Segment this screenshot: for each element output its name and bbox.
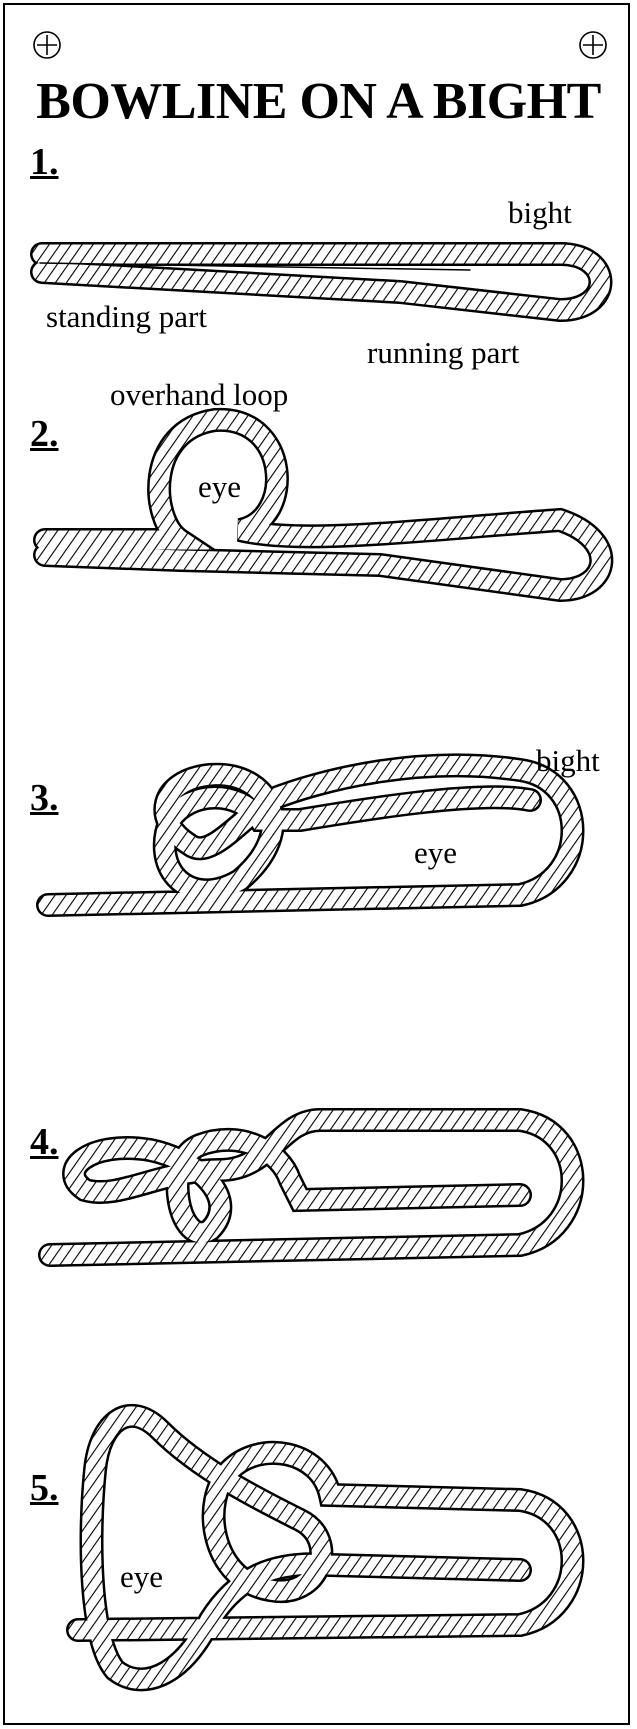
- label-step3-eye: eye: [414, 836, 457, 870]
- label-overhand-loop: overhand loop: [110, 378, 288, 412]
- label-standing-part: standing part: [46, 300, 207, 334]
- label-step1-bight: bight: [508, 196, 572, 230]
- step-3-rope: [48, 765, 573, 905]
- label-step3-bight: bight: [536, 744, 600, 778]
- step-2-rope: [45, 420, 601, 590]
- label-step2-eye: eye: [198, 470, 241, 504]
- step-5-rope: [78, 1416, 573, 1679]
- label-running-part: running part: [367, 336, 519, 370]
- label-step5-eye: eye: [120, 1560, 163, 1594]
- step-4-rope: [50, 1120, 573, 1255]
